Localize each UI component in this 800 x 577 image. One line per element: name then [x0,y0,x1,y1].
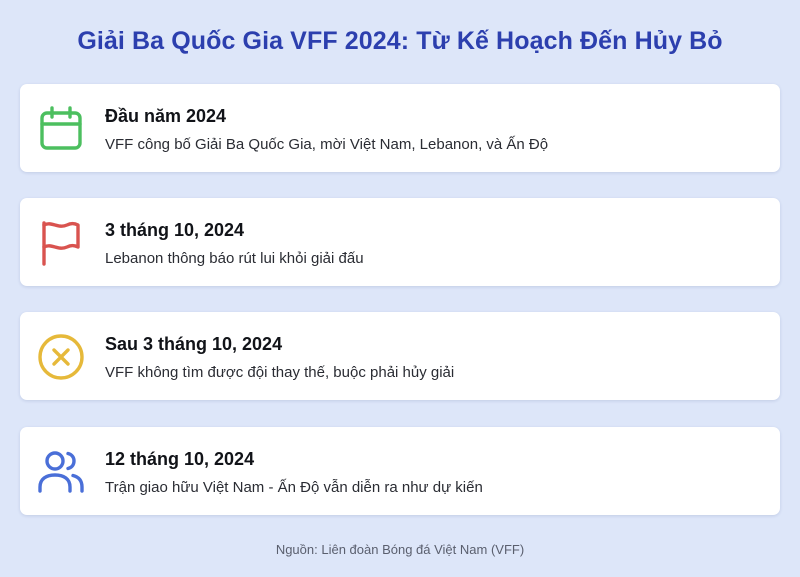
page-title: Giải Ba Quốc Gia VFF 2024: Từ Kế Hoạch Đ… [77,27,723,55]
calendar-icon [37,105,85,153]
event-description: VFF không tìm được đội thay thế, buộc ph… [105,364,455,381]
timeline-card-oct-12: 12 tháng 10, 2024 Trận giao hữu Việt Nam… [20,427,780,515]
timeline-card-early-2024: Đầu năm 2024 VFF công bố Giải Ba Quốc Gi… [20,84,780,172]
users-icon [37,448,85,496]
timeline-card-after-oct-3: Sau 3 tháng 10, 2024 VFF không tìm được … [20,312,780,400]
event-date: Đầu năm 2024 [105,106,227,126]
event-description: VFF công bố Giải Ba Quốc Gia, mời Việt N… [105,136,549,153]
event-description: Lebanon thông báo rút lui khỏi giải đấu [105,250,364,267]
x-circle-icon [37,333,85,381]
source-caption: Nguồn: Liên đoàn Bóng đá Việt Nam (VFF) [275,542,525,557]
timeline-card-oct-3: 3 tháng 10, 2024 Lebanon thông báo rút l… [20,198,780,286]
event-date: 12 tháng 10, 2024 [105,449,255,469]
event-date: Sau 3 tháng 10, 2024 [105,334,283,354]
flag-icon [37,219,85,267]
event-date: 3 tháng 10, 2024 [105,220,245,240]
event-description: Trận giao hữu Việt Nam - Ấn Độ vẫn diễn … [105,479,483,496]
